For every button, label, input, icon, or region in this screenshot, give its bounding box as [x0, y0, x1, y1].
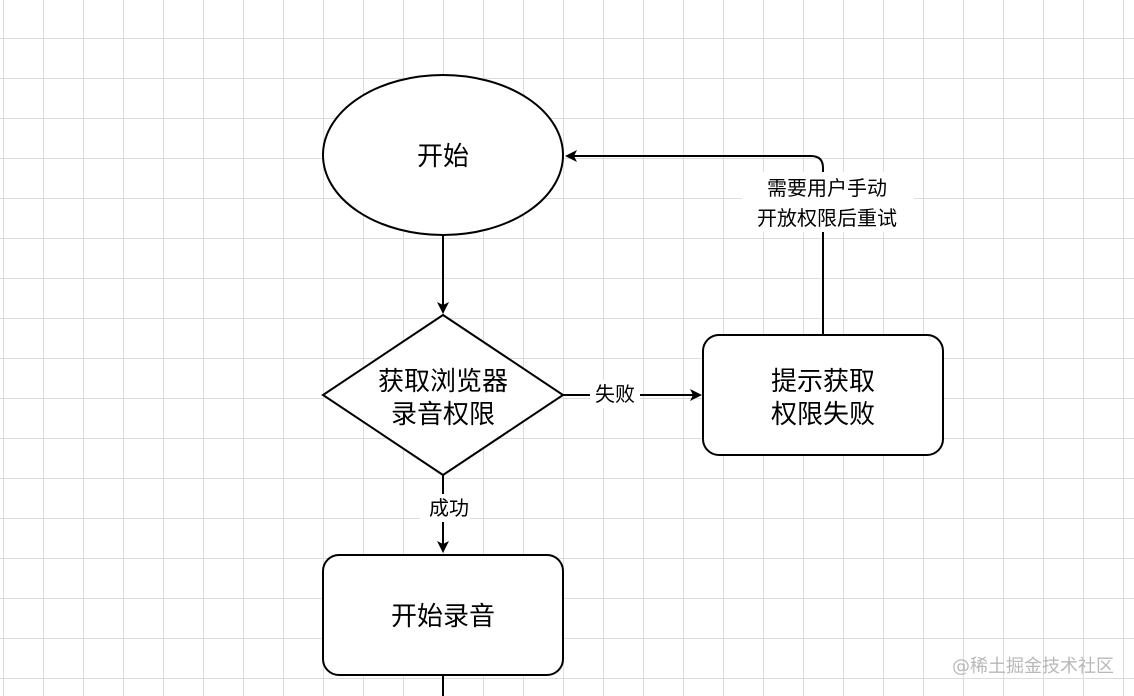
- edge-label-retry-line2: 开放权限后重试: [757, 206, 897, 230]
- node-record-label: 开始录音: [391, 602, 495, 632]
- node-check-label-line2: 录音权限: [391, 400, 495, 430]
- node-start[interactable]: 开始: [322, 74, 564, 236]
- node-start-ellipse: [322, 74, 564, 236]
- edge-fail-to-start: 需要用户手动 开放权限后重试: [565, 150, 914, 335]
- edge-label-bg-fail: [590, 380, 640, 408]
- edge-check-to-fail: 失败: [563, 380, 702, 408]
- edge-label-bg-success: [420, 494, 470, 522]
- edge-label-retry-line1: 需要用户手动: [767, 176, 887, 200]
- node-check-diamond: [321, 313, 565, 477]
- edge-check-to-record: 成功: [420, 475, 470, 553]
- node-fail-notice[interactable]: 提示获取 权限失败: [702, 334, 944, 456]
- node-fail-notice-label-line2: 权限失败: [771, 400, 875, 430]
- node-check-label-line1: 获取浏览器: [378, 367, 508, 397]
- node-check[interactable]: 获取浏览器 录音权限: [321, 313, 565, 477]
- edge-label-fail: 失败: [595, 382, 635, 406]
- node-start-label: 开始: [417, 142, 469, 172]
- node-fail-notice-rect: [702, 334, 944, 456]
- edge-label-success: 成功: [429, 496, 469, 520]
- node-record[interactable]: 开始录音: [322, 554, 564, 676]
- watermark-text: @稀土掘金技术社区: [952, 656, 1114, 677]
- edge-line-fail-to-start: [565, 150, 824, 335]
- edge-label-bg-retry: [742, 172, 914, 232]
- node-fail-notice-label-line1: 提示获取: [771, 367, 875, 397]
- node-record-rect: [322, 554, 564, 676]
